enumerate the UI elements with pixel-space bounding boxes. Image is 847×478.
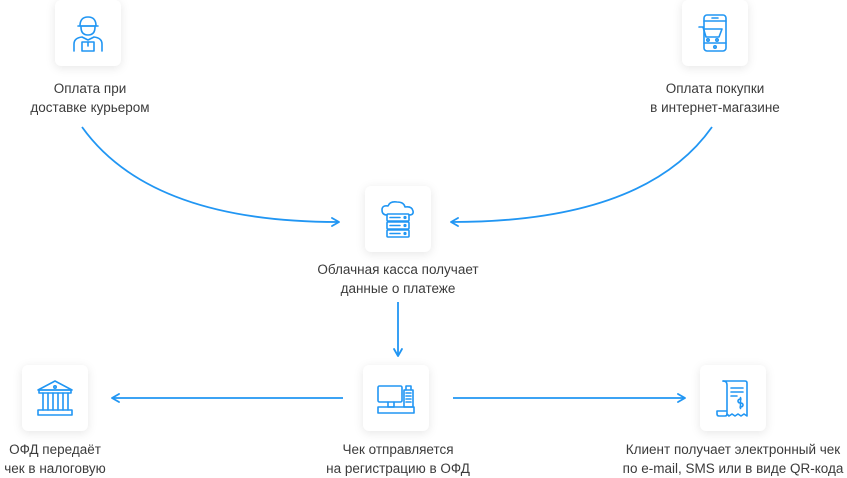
arrow-online-to-cloud [450,126,713,227]
computer-register-icon [377,385,415,414]
online-shop-card [682,0,748,66]
arrow-courier-to-cloud [81,126,340,227]
receipt-icon [716,380,748,417]
bank-building-icon [37,380,73,416]
ofd-registration-card [363,365,429,431]
courier-card [55,0,121,66]
cloud-server-icon [381,201,414,238]
tax-office-card [22,365,88,431]
client-receipt-card [700,365,766,431]
cloud-register-card [365,186,431,252]
courier-icon [73,16,103,52]
phone-cart-icon [698,14,727,52]
